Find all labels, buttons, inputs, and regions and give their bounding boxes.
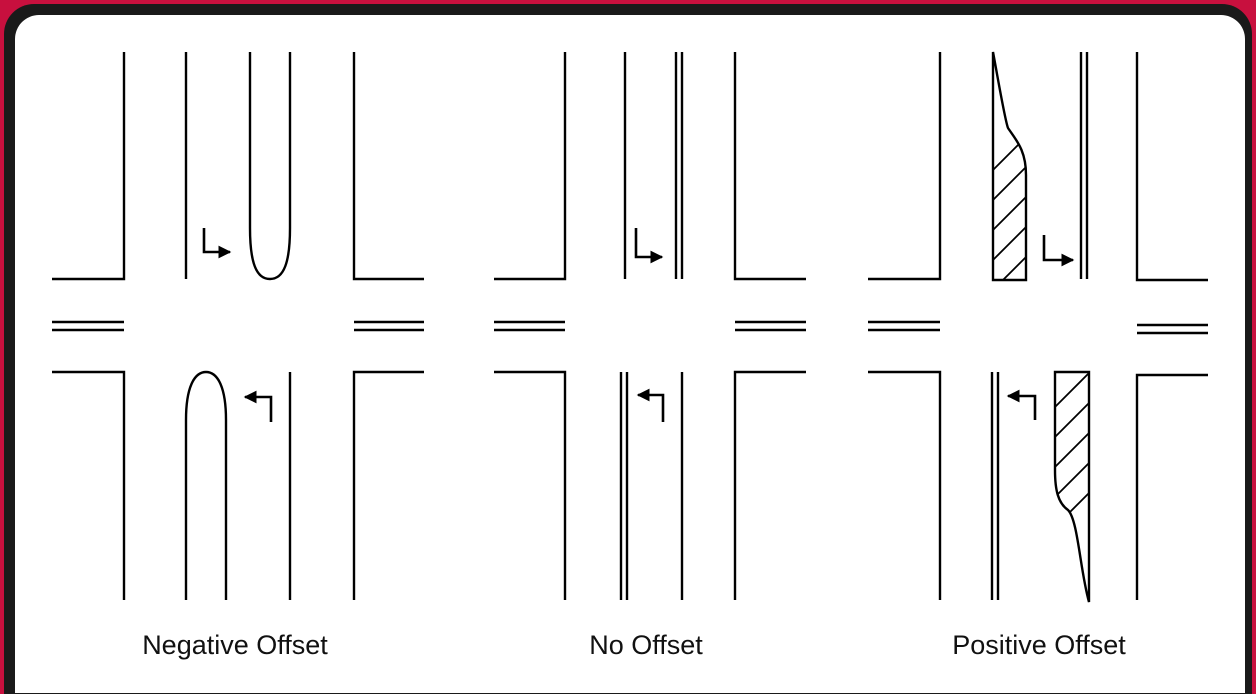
- diagram-canvas: [15, 15, 1245, 693]
- caption-no-offset: No Offset: [589, 630, 703, 660]
- panel-positive-offset: Positive Offset: [868, 51, 1208, 660]
- panel-negative-offset: Negative Offset: [52, 52, 424, 660]
- top-right-curb: [1135, 52, 1208, 282]
- top-left-curb: [868, 52, 942, 281]
- diagram-border: [4, 4, 1252, 694]
- bottom-right-curb: [1135, 373, 1208, 600]
- top-right-curb: [733, 52, 806, 281]
- bottom-right-curb: [352, 370, 424, 600]
- top-median-island: [991, 51, 1028, 282]
- bottom-left-curb: [868, 370, 942, 600]
- bottom-median-island: [1053, 370, 1091, 603]
- bottom-left-curb: [52, 370, 126, 600]
- left-turn-arrow-icon: [243, 390, 273, 422]
- bottom-right-curb: [733, 370, 806, 600]
- left-turn-arrow-icon: [636, 388, 665, 422]
- caption-negative-offset: Negative Offset: [142, 630, 328, 660]
- right-turn-arrow-icon: [634, 228, 664, 264]
- right-turn-arrow-icon: [202, 228, 232, 259]
- bottom-left-curb: [494, 370, 567, 600]
- panel-no-offset: No Offset: [494, 52, 806, 660]
- top-right-curb: [352, 52, 424, 281]
- bottom-left-turn-lane: [184, 370, 228, 600]
- right-turn-arrow-icon: [1042, 235, 1075, 267]
- top-left-turn-lane: [248, 52, 292, 281]
- caption-positive-offset: Positive Offset: [952, 630, 1126, 660]
- top-left-curb: [494, 52, 567, 281]
- bottom-island-hatch: [1055, 372, 1089, 531]
- left-turn-arrow-icon: [1006, 389, 1037, 420]
- top-island-hatch: [993, 132, 1026, 280]
- top-left-curb: [52, 52, 126, 281]
